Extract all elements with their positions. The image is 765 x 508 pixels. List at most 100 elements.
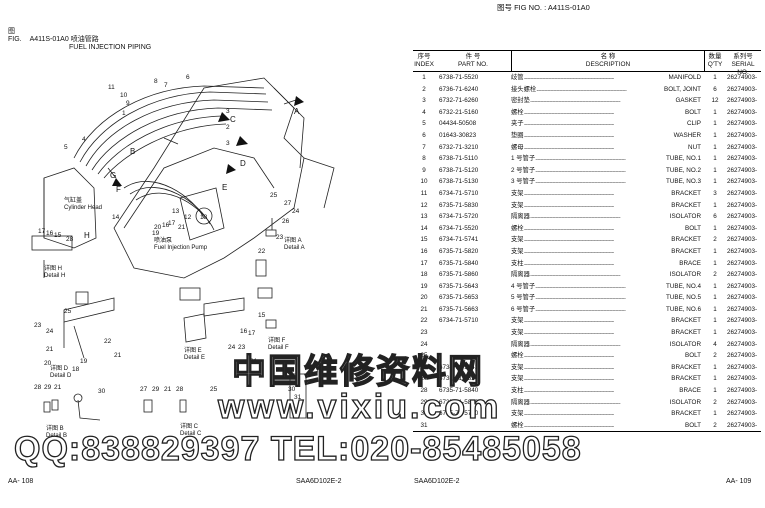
row-part-no: 6738-71-5520	[439, 74, 479, 81]
row-description-cn: 密封垫	[511, 97, 530, 105]
row-part-no	[435, 327, 511, 339]
fig-label-cn: 图	[8, 28, 15, 35]
row-description-cn: 螺栓	[511, 224, 524, 232]
row-description: 隔离器.....................................…	[511, 397, 705, 409]
detail-e-label: 详图 E Detail E	[184, 348, 206, 361]
row-qty: 2	[713, 352, 717, 360]
exploded-drawing: A D C E G B F H 气缸盖 Cylinder Head 喷油泵 Fu…	[4, 48, 404, 468]
row-index: 5	[422, 120, 426, 128]
callout-number: 29	[44, 384, 52, 391]
callout-number: 15	[54, 232, 62, 239]
callout-number: 12	[184, 214, 192, 221]
row-index: 1	[422, 74, 426, 81]
row-description-en: BOLT	[685, 224, 701, 232]
row-index: 22	[420, 317, 428, 325]
row-qty: 1	[713, 74, 717, 81]
row-serial: 26274903-	[727, 271, 758, 279]
figure-number-right: 图号 FIG NO. : A411S-01A0	[497, 3, 590, 12]
row-qty: 2	[713, 421, 717, 429]
callout-number: 28	[176, 386, 184, 393]
row-serial: 26274903-	[727, 305, 758, 313]
row-serial: 26274903-	[727, 410, 758, 418]
leader-dots: ........................................…	[523, 421, 615, 429]
row-qty: 2	[713, 271, 717, 279]
row-index: 2	[422, 85, 426, 93]
row-description-en: BOLT	[685, 352, 701, 360]
row-part-no: 6736-71-6240	[439, 85, 479, 93]
row-qty: 6	[713, 213, 717, 221]
row-index: 8	[422, 155, 426, 163]
row-qty: 12	[711, 97, 719, 105]
row-description-en: BRACKET	[671, 236, 701, 244]
callout-number: 23	[276, 234, 284, 241]
leader-dots: ........................................…	[523, 189, 615, 197]
row-serial: 26274903-	[727, 108, 758, 116]
row-part-no: 6738-71-5130	[439, 178, 479, 186]
watermark-line-3: QQ:838829397 TEL:020-85485058	[13, 429, 582, 468]
callout-number: 18	[200, 214, 208, 221]
row-description-en: ISOLATOR	[669, 340, 701, 348]
row-description: 密封垫.....................................…	[511, 95, 705, 107]
row-description-cn: 隔离器	[511, 271, 530, 279]
row-description-en: BRACKET	[671, 201, 701, 209]
row-description: 6 号管子...................................…	[511, 304, 705, 316]
row-description-en: WASHER	[673, 131, 701, 139]
callout-number: 21	[54, 384, 62, 391]
row-part-no: 6738-71-5110	[439, 155, 478, 163]
row-description-en: BRACE	[679, 259, 701, 267]
callout-number: 17	[168, 220, 176, 227]
row-description-en: BRACE	[679, 387, 701, 395]
row-qty: 1	[713, 282, 717, 290]
row-part-no: 6734-71-5520	[439, 224, 479, 232]
figure-title-cn: 喷油管路	[70, 36, 99, 43]
row-description-cn: 螺栓	[511, 108, 524, 116]
row-index: 23	[420, 329, 428, 337]
row-index: 6	[422, 131, 426, 139]
row-serial: 26274903-	[727, 213, 758, 221]
row-part-no: 6735-71-5820	[439, 375, 479, 383]
row-qty: 1	[713, 247, 717, 255]
callout-number: 23	[238, 344, 246, 351]
callout-number: 16	[46, 230, 54, 237]
callout-number: 5	[64, 144, 68, 151]
row-description: 5 号管子...................................…	[511, 292, 705, 304]
callout-number: 3	[226, 140, 230, 147]
leader-dots: ........................................…	[529, 97, 621, 105]
row-serial: 26274903-	[727, 74, 758, 81]
leader-dots: ........................................…	[529, 340, 621, 348]
row-description-cn: 螺栓	[511, 352, 524, 360]
leader-dots: ........................................…	[535, 155, 626, 163]
row-description-en: TUBE, NO.4	[666, 282, 701, 290]
row-serial: 26274903-	[727, 294, 758, 302]
row-description: 夹子......................................…	[511, 118, 705, 130]
row-description-cn: 2 号管子	[511, 166, 536, 174]
row-part-no: 6734-71-5710	[439, 189, 479, 197]
leader-dots: ........................................…	[523, 387, 615, 395]
callout-number: 19	[80, 358, 88, 365]
leader-dots: ........................................…	[536, 85, 627, 93]
piping-drawing-svg	[31, 77, 335, 421]
row-index: 26	[420, 363, 428, 371]
row-description-en: BOLT, JOINT	[664, 85, 701, 93]
callout-number: 16	[240, 328, 248, 335]
row-index: 3	[422, 97, 426, 105]
row-description-cn: 支架	[511, 236, 524, 244]
row-description: 支架......................................…	[511, 373, 705, 385]
leader-dots: ........................................…	[523, 329, 615, 337]
letter-c: C	[230, 115, 236, 124]
callout-number: 20	[154, 224, 162, 231]
callout-number: 27	[284, 200, 292, 207]
row-part-no: 6734-71-5741	[439, 363, 479, 371]
row-description-en: ISOLATOR	[669, 271, 701, 279]
